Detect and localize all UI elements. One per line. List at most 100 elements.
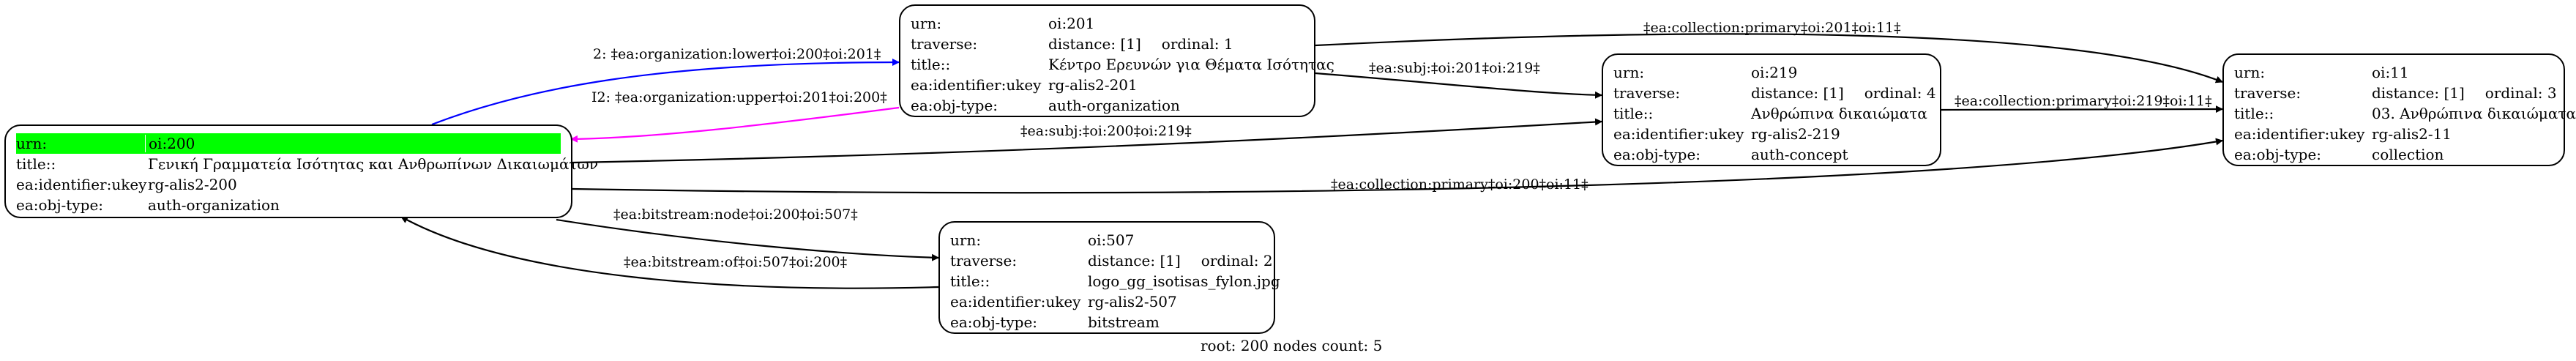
edge-219-11 [1941,105,2223,113]
node-219-title-row: title:: Ανθρώπινα δικαιώματα [1613,103,1930,124]
node-201-type-row: ea:obj-type: auth-organization [911,95,1304,116]
edge-label-201-200: I2: ‡ea:organization:upper‡oi:201‡oi:200… [591,89,887,105]
node-507-urn-value: oi:507 [1088,231,1135,249]
node-oi-11[interactable]: urn: oi:11 traverse: distance: [1] ordin… [2222,53,2576,166]
node-219-ordinal: ordinal: 4 [1864,84,1936,102]
node-201-ukey-key: ea:identifier:ukey [911,76,1042,94]
edge-200-507 [556,218,939,261]
node-219-distance: distance: [1] [1751,84,1844,102]
node-201-traverse-key: traverse: [911,35,978,53]
node-507-type-key: ea:obj-type: [950,313,1038,331]
node-200-title-row: title:: Γενική Γραμματεία Ισότητας και Α… [16,154,598,174]
node-219-ukey-key: ea:identifier:ukey [1613,125,1744,143]
node-507-type-value: bitstream [1088,313,1160,331]
node-219-title-value: Ανθρώπινα δικαιώματα [1751,105,1927,122]
edge-label-200-507: ‡ea:bitstream:node‡oi:200‡oi:507‡ [613,206,858,223]
node-219-urn-row: urn: oi:219 [1613,62,1930,83]
node-200-type-row: ea:obj-type: auth-organization [16,195,561,215]
node-507-urn-key: urn: [950,231,982,249]
node-11-title-key: title:: [2234,105,2274,122]
node-11-traverse-key: traverse: [2234,84,2301,102]
node-11-ordinal: ordinal: 3 [2484,84,2557,102]
node-201-title-row: title:: Κέντρο Ερευνών για Θέματα Ισότητ… [911,54,1334,75]
node-201-traverse-row: traverse: distance: [1] ordinal: 1 [911,34,1304,54]
node-oi-200[interactable]: urn: oi:200 title:: Γενική Γραμματεία Ισ… [4,124,598,218]
node-507-ordinal: ordinal: 2 [1201,252,1273,269]
node-507-ukey-value: rg-alis2-507 [1088,293,1177,310]
edge-507-200 [400,216,939,289]
node-oi-507[interactable]: urn: oi:507 traverse: distance: [1] ordi… [938,221,1280,334]
node-507-ukey-key: ea:identifier:ukey [950,293,1081,310]
node-201-type-key: ea:obj-type: [911,97,998,114]
node-11-urn-key: urn: [2234,64,2266,81]
node-219-traverse-row: traverse: distance: [1] ordinal: 4 [1613,83,1936,103]
edge-200-11 [572,138,2223,194]
node-200-urn-key: urn: [16,135,48,152]
node-200-title-key: title:: [16,155,56,173]
node-507-ukey-row: ea:identifier:ukey rg-alis2-507 [950,291,1263,312]
node-201-urn-row: urn: oi:201 [911,13,1304,34]
edge-label-200-219: ‡ea:subj:‡oi:200‡oi:219‡ [1020,123,1192,139]
node-219-ukey-row: ea:identifier:ukey rg-alis2-219 [1613,124,1930,144]
edge-201-11 [1315,33,2223,83]
node-201-distance: distance: [1] [1048,35,1141,53]
node-200-ukey-key: ea:identifier:ukey [16,176,147,193]
node-11-distance: distance: [1] [2372,84,2465,102]
edge-label-200-11: ‡ea:collection:primary‡oi:200‡oi:11‡ [1331,176,1588,193]
node-219-urn-key: urn: [1613,64,1645,81]
edge-label-201-219: ‡ea:subj:‡oi:201‡oi:219‡ [1369,60,1540,76]
node-507-traverse-key: traverse: [950,252,1018,269]
node-507-type-row: ea:obj-type: bitstream [950,312,1263,332]
edge-200-219 [572,118,1602,164]
node-507-urn-row: urn: oi:507 [950,230,1263,250]
node-219-type-key: ea:obj-type: [1613,146,1701,163]
node-201-title-key: title:: [911,56,951,73]
node-507-distance: distance: [1] [1088,252,1181,269]
node-11-traverse-row: traverse: distance: [1] ordinal: 3 [2234,83,2557,103]
node-200-urn-row: urn: oi:200 [16,133,561,154]
node-201-ordinal: ordinal: 1 [1161,35,1233,53]
edge-201-200 [570,106,900,143]
node-11-ukey-row: ea:identifier:ukey rg-alis2-11 [2234,124,2553,144]
node-200-ukey-value: rg-alis2-200 [148,176,237,193]
node-219-type-row: ea:obj-type: auth-concept [1613,144,1930,165]
node-219-traverse-key: traverse: [1613,84,1681,102]
edge-label-507-200: ‡ea:bitstream:of‡oi:507‡oi:200‡ [624,254,848,270]
node-507-traverse-row: traverse: distance: [1] ordinal: 2 [950,250,1273,271]
node-oi-219[interactable]: urn: oi:219 traverse: distance: [1] ordi… [1602,53,1941,166]
edge-label-200-201: 2: ‡ea:organization:lower‡oi:200‡oi:201‡ [593,46,881,62]
node-11-urn-row: urn: oi:11 [2234,62,2553,83]
node-219-type-value: auth-concept [1751,146,1848,163]
node-201-title-value: Κέντρο Ερευνών για Θέματα Ισότητας [1048,56,1334,73]
node-11-type-row: ea:obj-type: collection [2234,144,2553,165]
node-oi-201[interactable]: urn: oi:201 traverse: distance: [1] ordi… [899,4,1334,117]
node-201-ukey-value: rg-alis2-201 [1048,76,1138,94]
node-200-title-value: Γενική Γραμματεία Ισότητας και Ανθρωπίνω… [148,155,598,173]
node-11-urn-value: oi:11 [2372,64,2409,81]
edge-200-201 [431,59,900,126]
node-11-ukey-key: ea:identifier:ukey [2234,125,2365,143]
node-11-title-value: 03. Ανθρώπινα δικαιώματα [2372,105,2576,122]
node-201-urn-value: oi:201 [1048,15,1095,32]
node-219-ukey-value: rg-alis2-219 [1751,125,1840,143]
node-201-urn-key: urn: [911,15,942,32]
node-200-ukey-row: ea:identifier:ukey rg-alis2-200 [16,174,561,195]
node-11-type-value: collection [2372,146,2444,163]
graph-footer: root: 200 nodes count: 5 [1201,337,1383,354]
node-507-title-row: title:: logo_gg_isotisas_fylon.jpg [950,271,1280,291]
node-200-urn-value: oi:200 [145,135,564,152]
node-200-type-key: ea:obj-type: [16,196,104,214]
edge-label-219-11: ‡ea:collection:primary‡oi:219‡oi:11‡ [1955,93,2212,109]
edge-201-219 [1315,72,1602,99]
node-219-title-key: title:: [1613,105,1654,122]
node-11-ukey-value: rg-alis2-11 [2372,125,2452,143]
node-507-title-value: logo_gg_isotisas_fylon.jpg [1088,272,1280,290]
node-11-type-key: ea:obj-type: [2234,146,2322,163]
node-11-title-row: title:: 03. Ανθρώπινα δικαιώματα [2234,103,2576,124]
node-201-ukey-row: ea:identifier:ukey rg-alis2-201 [911,75,1304,95]
node-200-type-value: auth-organization [148,196,280,214]
edge-label-201-11: ‡ea:collection:primary‡oi:201‡oi:11‡ [1643,20,1901,36]
node-507-title-key: title:: [950,272,990,290]
node-201-type-value: auth-organization [1048,97,1180,114]
